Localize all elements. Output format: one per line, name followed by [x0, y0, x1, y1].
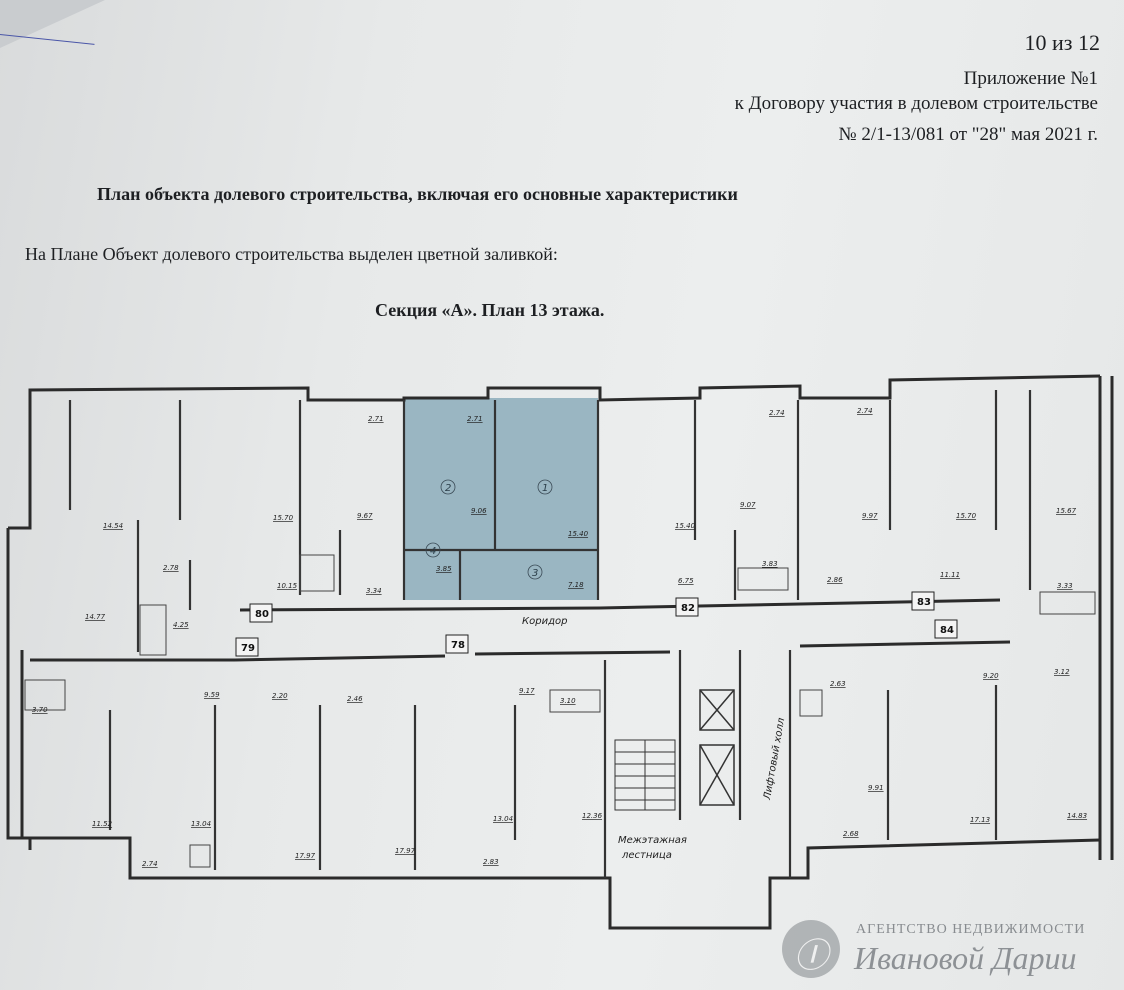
room-area: 13.04: [191, 820, 211, 828]
room-areas: 14.54 15.70 2.71 9.67 10.15 3.34 2.78 4.…: [32, 407, 1087, 868]
agency-name-line1: АГЕНТСТВО НЕДВИЖИМОСТИ: [856, 922, 1086, 937]
room-area: 3.34: [366, 587, 382, 595]
room-area: 4.25: [173, 621, 189, 629]
apartment-number: 79: [241, 643, 255, 654]
room-area: 17.13: [970, 816, 990, 824]
room-area: 11.11: [940, 571, 960, 579]
room-area: 15.70: [956, 512, 977, 520]
room-area: 2.83: [483, 858, 499, 866]
agency-watermark: Ⓘ АГЕНТСТВО НЕДВИЖИМОСТИ Ивановой Дарии: [782, 918, 1122, 988]
room-area: 3.10: [560, 697, 576, 705]
room-number: 4: [430, 546, 436, 557]
apartment-number: 83: [917, 597, 931, 608]
interior-walls: [68, 390, 1032, 878]
room-area: 7.18: [568, 581, 584, 589]
fixtures: [24, 554, 1096, 868]
room-area: 9.07: [740, 501, 756, 509]
agency-logo-icon: Ⓘ: [782, 920, 840, 978]
document-title: План объекта долевого строительства, вкл…: [97, 184, 738, 204]
floor-plan-drawing: 80 79 78 82 83 84 1 2 3 4: [6, 374, 1114, 930]
elevator-shafts: [699, 689, 735, 806]
agency-name-line2: Ивановой Дарии: [854, 940, 1077, 976]
room-area: 3.12: [1054, 668, 1070, 676]
room-area: 14.83: [1067, 812, 1087, 820]
room-area: 3.70: [32, 706, 48, 714]
stair-label-line2: лестница: [621, 850, 672, 861]
page-number: 10 из 12: [1024, 30, 1100, 55]
room-area: 14.54: [103, 522, 123, 530]
section-title: Секция «А». План 13 этажа.: [375, 300, 605, 320]
agency-logo-letter: Ⓘ: [794, 938, 828, 975]
plan-note: На Плане Объект долевого строительства в…: [25, 244, 558, 264]
room-area: 11.52: [92, 820, 113, 828]
room-area: 2.71: [368, 415, 384, 423]
room-area: 6.75: [678, 577, 694, 585]
room-number: 1: [542, 483, 548, 494]
room-area: 17.97: [395, 847, 416, 855]
room-area: 10.15: [277, 582, 298, 590]
room-area: 9.91: [868, 784, 884, 792]
room-area: 2.71: [467, 415, 483, 423]
floor-plan: 80 79 78 82 83 84 1 2 3 4: [0, 360, 1124, 940]
apartment-number: 82: [681, 603, 695, 614]
apartment-number: 78: [451, 640, 465, 651]
room-numbers: 1 2 3 4: [425, 479, 553, 580]
room-area: 2.74: [142, 860, 158, 868]
room-area: 2.68: [843, 830, 859, 838]
room-area: 15.67: [1056, 507, 1077, 515]
room-area: 13.04: [493, 815, 513, 823]
contract-reference: к Договору участия в долевом строительст…: [734, 93, 1098, 114]
room-area: 15.40: [675, 522, 696, 530]
room-area: 3.33: [1057, 582, 1073, 590]
annex-title: Приложение №1: [963, 68, 1098, 89]
room-area: 9.67: [357, 512, 373, 520]
exterior-walls: [6, 374, 1114, 930]
room-area: 2.46: [347, 695, 363, 703]
room-area: 2.20: [272, 692, 288, 700]
apartment-numbers: 80 79 78 82 83 84: [235, 591, 958, 657]
room-area: 9.97: [862, 512, 878, 520]
room-area: 2.74: [769, 409, 785, 417]
room-number: 2: [445, 483, 451, 494]
room-number: 3: [532, 568, 538, 579]
stairs: [614, 739, 676, 811]
lift-hall-label: Лифтовый холл: [762, 716, 787, 801]
room-area: 15.40: [568, 530, 589, 538]
apartment-number: 84: [940, 625, 954, 636]
corridor-label: Коридор: [522, 616, 567, 627]
room-area: 9.59: [204, 691, 220, 699]
apartment-number: 80: [255, 609, 269, 620]
room-area: 17.97: [295, 852, 316, 860]
room-area: 12.36: [582, 812, 603, 820]
room-area: 15.70: [273, 514, 294, 522]
background-edge: [0, 0, 105, 48]
room-area: 9.06: [471, 507, 487, 515]
contract-number: № 2/1-13/081 от "28" мая 2021 г.: [838, 124, 1098, 145]
highlighted-apartment: [404, 398, 598, 600]
room-area: 2.74: [857, 407, 873, 415]
room-area: 3.85: [436, 565, 452, 573]
stair-label-line1: Межэтажная: [618, 835, 687, 846]
room-area: 3.83: [762, 560, 778, 568]
room-area: 2.86: [827, 576, 843, 584]
room-area: 9.17: [519, 687, 535, 695]
room-area: 9.20: [983, 672, 999, 680]
room-area: 14.77: [85, 613, 106, 621]
room-area: 2.63: [830, 680, 846, 688]
room-area: 2.78: [163, 564, 179, 572]
